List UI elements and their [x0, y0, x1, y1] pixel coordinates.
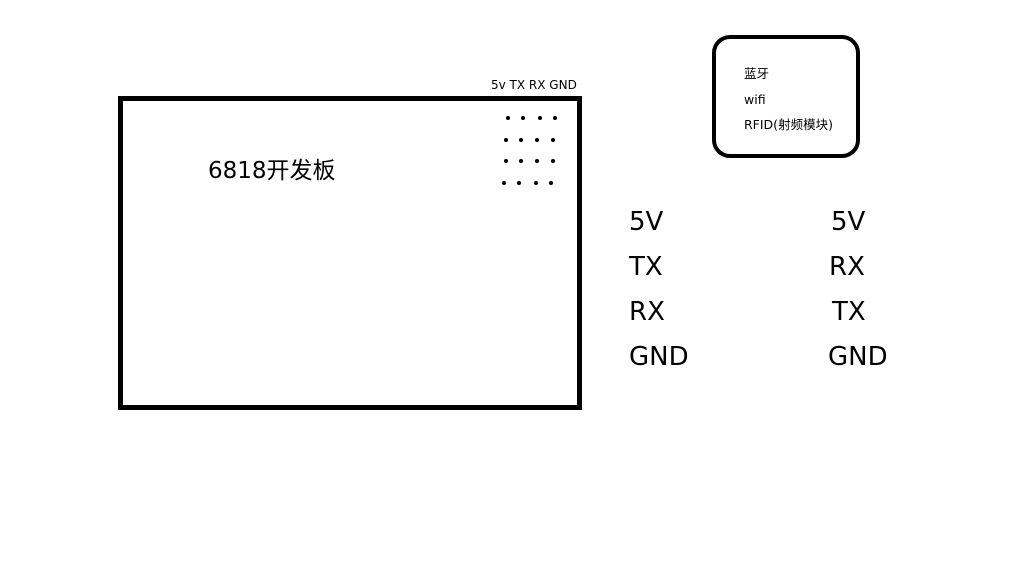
pin-dot: [551, 138, 555, 142]
board-pin-5v: 5V: [629, 207, 664, 237]
pin-dot: [534, 181, 538, 185]
pin-dot: [504, 138, 508, 142]
board-pin-gnd: GND: [629, 342, 689, 372]
pin-dot: [519, 138, 523, 142]
wireless-module-box: [712, 35, 860, 158]
module-item-rfid: RFID(射频模块): [744, 117, 833, 132]
pin-dot: [502, 181, 506, 185]
dev-board-6818: [118, 96, 582, 410]
module-item-wifi: wifi: [744, 92, 766, 107]
pin-header-label: 5v TX RX GND: [491, 78, 577, 92]
board-pin-tx: TX: [629, 252, 663, 282]
module-pin-rx: RX: [829, 252, 865, 282]
module-pin-tx: TX: [832, 297, 866, 327]
pin-dot: [521, 116, 525, 120]
pin-dot: [535, 138, 539, 142]
pin-dot: [519, 159, 523, 163]
module-pin-5v: 5V: [831, 207, 866, 237]
pin-dot: [535, 159, 539, 163]
pin-dot: [538, 116, 542, 120]
board-title: 6818开发板: [208, 158, 336, 184]
pin-dot: [504, 159, 508, 163]
pin-dot: [553, 116, 557, 120]
pin-dot: [549, 181, 553, 185]
module-item-bluetooth: 蓝牙: [744, 66, 770, 81]
board-pin-rx: RX: [629, 297, 665, 327]
module-pin-gnd: GND: [828, 342, 888, 372]
pin-dot: [506, 116, 510, 120]
pin-dot: [551, 159, 555, 163]
pin-dot: [517, 181, 521, 185]
